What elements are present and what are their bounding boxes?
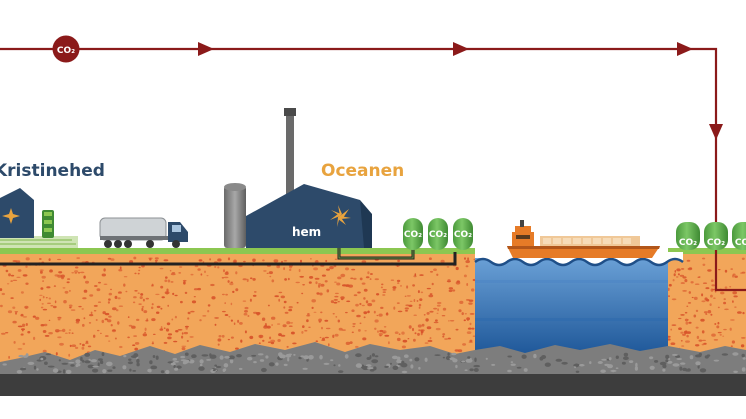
co2-tank-label: CO₂ [735,238,746,248]
co2-tank: CO₂ [428,218,448,250]
co2-tank-label: CO₂ [429,230,447,240]
kristinehed-logo-icon [2,208,20,224]
co2-badge-text: CO₂ [57,46,75,56]
brand-text: hem [292,225,321,239]
right-tanks: CO₂ CO₂ CO₂ [676,222,746,250]
co2-tank: CO₂ [403,218,423,250]
co2-tank-label: CO₂ [679,238,697,248]
co2-tank: CO₂ [676,222,700,250]
flow-arrow-2 [453,42,469,56]
co2-tank: CO₂ [704,222,728,250]
hem-logo-icon [330,205,351,227]
site-label-kristinehed: Kristinehed [0,161,105,181]
co2-flow-line-underground [714,250,746,292]
co2-badge: CO₂ [52,35,80,63]
sea [474,252,684,358]
kristinehed-building [0,188,34,238]
grass-strip-right [668,248,746,254]
site-label-oceanen: Oceanen [321,161,404,181]
co2-tank-label: CO₂ [454,230,472,240]
flow-arrow-1 [198,42,214,56]
chimney [286,110,294,198]
truck [99,217,188,248]
flow-arrow-down [709,124,723,140]
rock-layer [0,342,746,374]
bedrock-layer [0,374,746,396]
co2-tank-label: CO₂ [404,230,422,240]
co2-badge-circle [52,35,80,63]
ship [507,220,660,258]
kristinehed-plant [0,188,78,248]
co2-tank-label: CO₂ [707,238,725,248]
grass-strip-left [0,248,475,254]
silo [224,186,246,248]
oceanen-plant: hem [224,108,372,248]
co2-tank: CO₂ [453,218,473,250]
flow-arrow-3 [677,42,693,56]
co2-tank: CO₂ [732,222,746,250]
oceanen-building [246,184,368,248]
oceanen-tanks: CO₂ CO₂ CO₂ [403,218,473,250]
underground-pipe [0,248,457,266]
rock-texture [2,352,746,375]
